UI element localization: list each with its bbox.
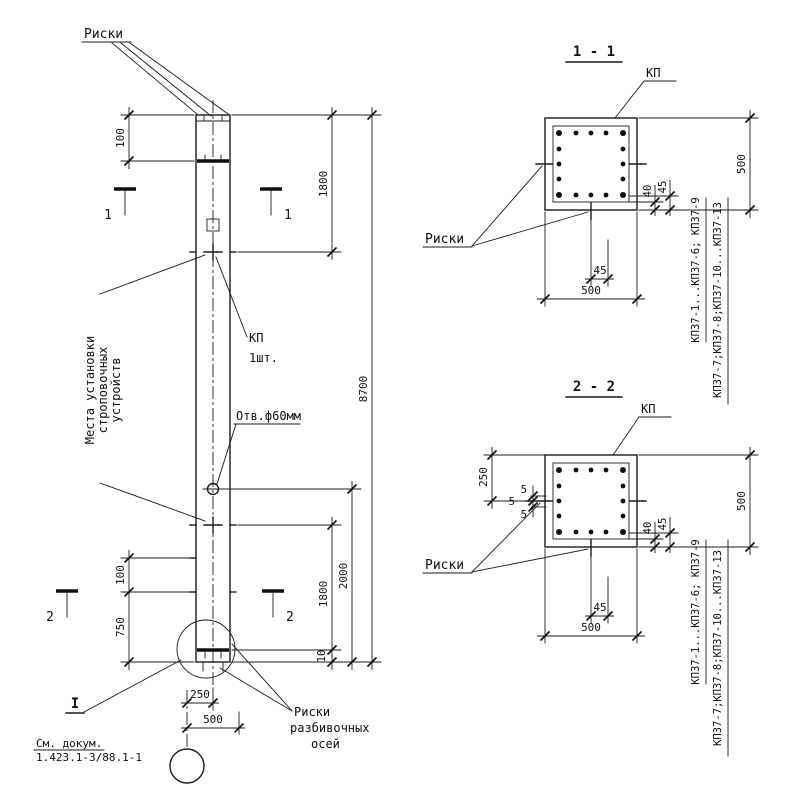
dim-500-width: 500 xyxy=(203,713,223,726)
riski-axes-line3: осей xyxy=(311,737,340,751)
hole-callout: Отв.ф60мм xyxy=(216,409,301,485)
slinging-note: Места установки строповочных устройств xyxy=(83,254,206,522)
dim-8700-total: 8700 xyxy=(357,376,370,403)
elevation-view: Риски 1 1 2 2 КП 1шт. xyxy=(33,27,382,784)
section-2-mark-left: 2 xyxy=(46,610,54,625)
section-1-1-view: 1 - 1 КП Риски xyxy=(422,44,759,405)
dim-250-left: 250 xyxy=(477,467,490,487)
doc-ref-line2: 1.423.1-3/88.1-1 xyxy=(36,751,142,764)
riski-label: Риски xyxy=(425,558,464,573)
section-2-2-series-labels: КП37-1...КП37-6; КП37-9 КП37-7;КП37-8;КП… xyxy=(690,539,729,757)
section-1-1-riski-callout: Риски xyxy=(422,165,589,248)
section-2-2-kp-callout: КП xyxy=(612,402,672,456)
kp-callout: КП 1шт. xyxy=(215,256,278,365)
riski-axes-callout: Риски разбивочных осей xyxy=(219,643,369,751)
series-a-label: КП37-1...КП37-6; КП37-9 xyxy=(690,539,702,684)
doc-ref-line1: См. докум. xyxy=(36,737,102,750)
section-2-2-view: 2 - 2 КП 250 xyxy=(422,379,759,757)
slinging-note-line3: устройств xyxy=(109,357,123,422)
series-b-label: КП37-7;КП37-8;КП37-10...КП37-13 xyxy=(712,202,724,398)
dim-100-bottom: 100 xyxy=(114,565,127,585)
dim-750: 750 xyxy=(114,617,127,637)
dim-40-right: 40 xyxy=(642,185,654,198)
dim-5c: 5 xyxy=(521,509,527,521)
section-cut-2: 2 2 xyxy=(46,589,294,625)
slinging-note-line1: Места установки xyxy=(83,336,97,444)
kp-qty-label: 1шт. xyxy=(249,351,278,365)
section-1-1-series-labels: КП37-1...КП37-6; КП37-9 КП37-7;КП37-8;КП… xyxy=(690,197,729,405)
hole-label: Отв.ф60мм xyxy=(236,409,301,423)
riski-axes-line1: Риски xyxy=(294,705,330,719)
dim-5b: 5 xyxy=(509,496,515,508)
section-cut-1: 1 1 xyxy=(104,187,292,223)
axis-bubble xyxy=(169,748,205,784)
dim-45-right: 45 xyxy=(657,181,669,194)
dim-1800-top: 1800 xyxy=(317,171,330,198)
detail-circle xyxy=(176,619,236,679)
section-2-2-left-dims: 250 5 5 5 xyxy=(477,447,546,521)
slinging-note-line2: строповочных xyxy=(96,347,110,434)
dim-500-right: 500 xyxy=(735,154,748,174)
riski-label: Риски xyxy=(425,232,464,247)
section-1-1-body xyxy=(535,117,647,220)
section-2-2-body xyxy=(525,454,647,557)
section-1-mark-right: 1 xyxy=(284,208,292,223)
section-2-mark-right: 2 xyxy=(286,610,294,625)
dim-45-right: 45 xyxy=(657,518,669,531)
riski-axes-line2: разбивочных xyxy=(290,721,369,735)
section-2-2-dims: 45 500 40 45 500 xyxy=(537,447,759,644)
dim-45-bottom: 45 xyxy=(593,264,606,277)
dim-5a: 5 xyxy=(521,484,527,496)
dim-2000-bottom: 2000 xyxy=(337,563,350,590)
section-1-1-title: 1 - 1 xyxy=(573,44,615,60)
dim-500-right: 500 xyxy=(735,491,748,511)
elevation-dims-right: 1800 8700 2000 1800 10 xyxy=(220,107,382,670)
section-2-2-riski-callout: Риски xyxy=(422,502,589,574)
column-outline xyxy=(169,100,237,784)
section-1-1-kp-callout: КП xyxy=(614,66,677,119)
section-1-mark-left: 1 xyxy=(104,208,112,223)
dim-500-bottom: 500 xyxy=(581,621,601,634)
dim-500-bottom: 500 xyxy=(581,284,601,297)
dim-10: 10 xyxy=(316,650,328,663)
series-b-label: КП37-7;КП37-8;КП37-10...КП37-13 xyxy=(712,550,724,746)
dim-1800-bottom: 1800 xyxy=(317,581,330,608)
elevation-dims-left: 100 100 750 xyxy=(114,107,195,670)
elevation-dims-bottom: 250 500 xyxy=(181,687,245,735)
detail-doc-ref: I См. докум. 1.423.1-3/88.1-1 xyxy=(33,659,182,764)
dim-45-bottom: 45 xyxy=(593,601,606,614)
series-a-label: КП37-1...КП37-6; КП37-9 xyxy=(690,197,702,342)
dim-40-right: 40 xyxy=(642,522,654,535)
kp-label: КП xyxy=(249,331,263,345)
kp-label: КП xyxy=(646,66,660,80)
section-1-1-dims: 45 500 40 45 500 xyxy=(537,110,759,307)
detail-mark: I xyxy=(71,696,79,712)
kp-label: КП xyxy=(641,402,655,416)
riski-top-label: Риски xyxy=(84,27,123,42)
dim-100-top: 100 xyxy=(114,128,127,148)
riski-top-callout: Риски xyxy=(81,27,229,117)
dim-250: 250 xyxy=(190,688,210,701)
section-2-2-title: 2 - 2 xyxy=(573,379,615,395)
